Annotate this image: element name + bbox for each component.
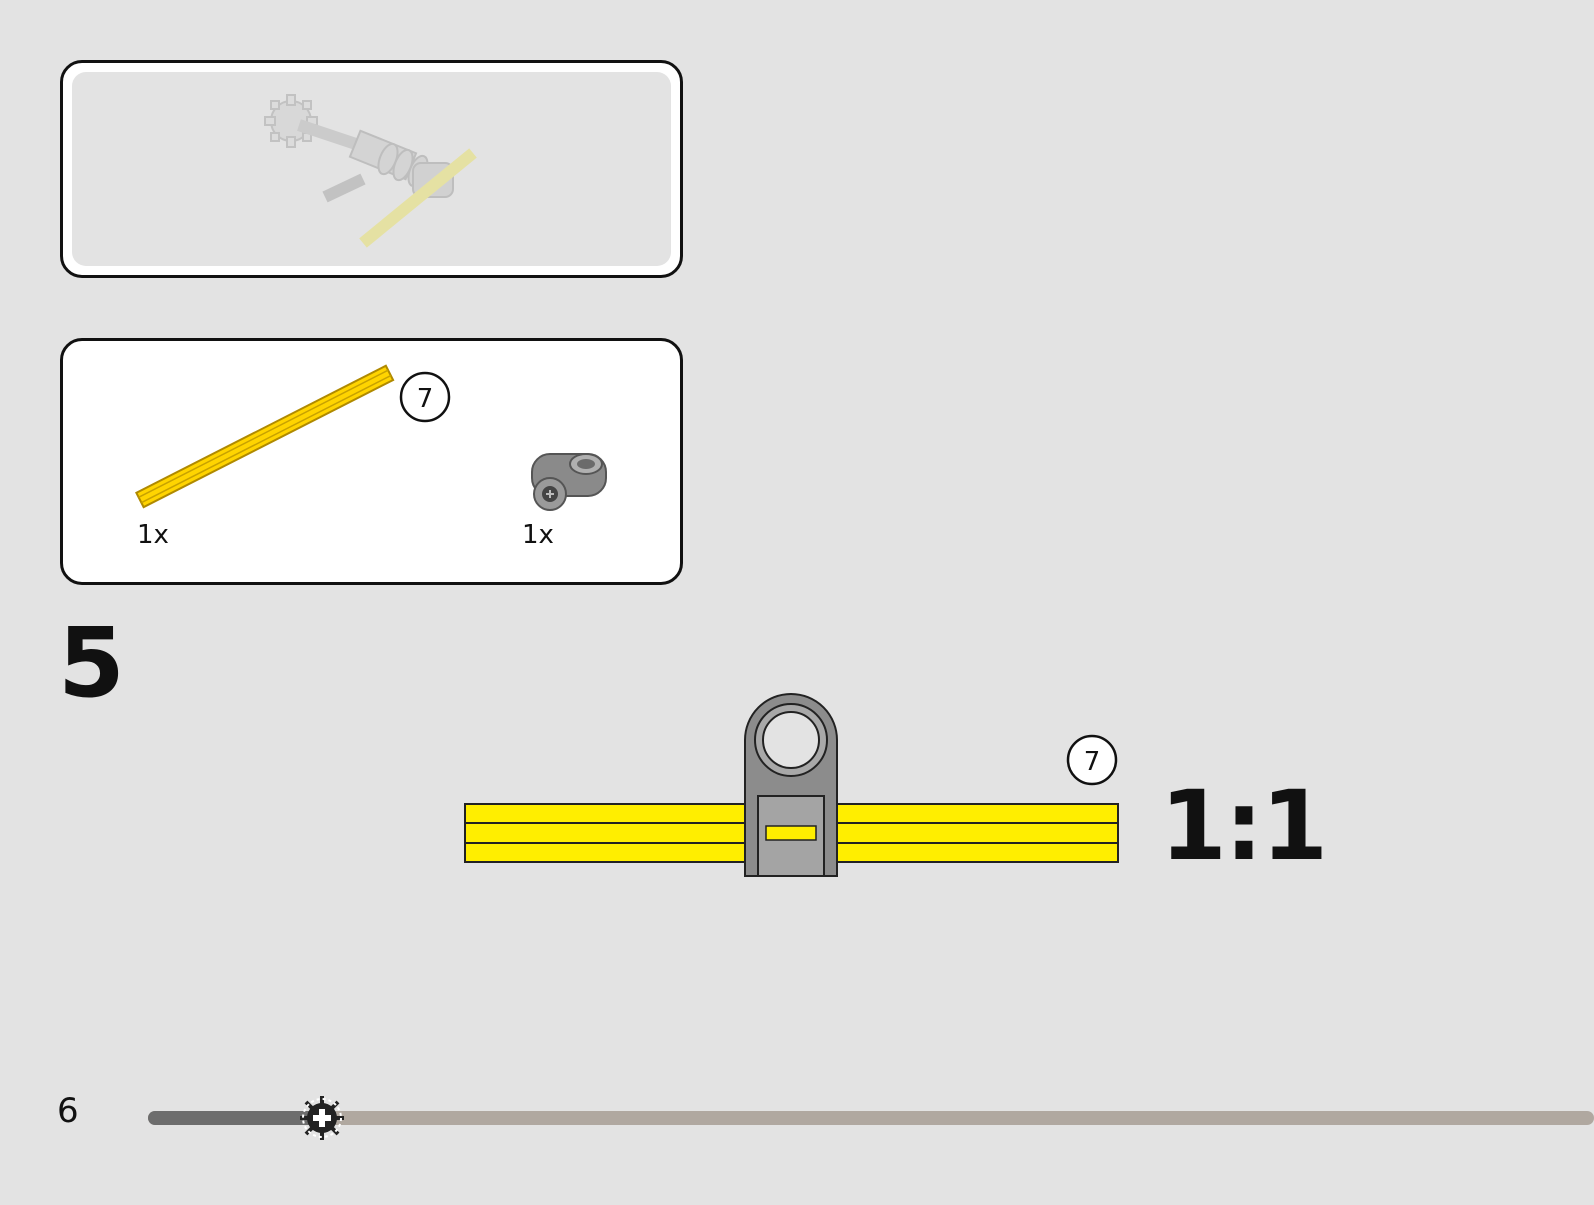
connector-quantity: 1x — [522, 520, 554, 550]
connector-shape — [744, 693, 838, 877]
progress-fill — [148, 1111, 318, 1125]
gray-connector-part-image — [531, 453, 607, 511]
axle-length-badge: 7 — [399, 371, 451, 423]
page-number: 6 — [57, 1091, 79, 1131]
axle-length-text: 7 — [417, 384, 434, 414]
scale-label: 1:1 — [1160, 770, 1328, 882]
previous-step-panel — [60, 60, 683, 278]
gear-icon — [300, 1096, 344, 1140]
step-number: 5 — [58, 607, 125, 719]
axle-quantity: 1x — [137, 520, 169, 550]
main-axle-length-text: 7 — [1084, 747, 1101, 777]
progress-bar — [148, 1111, 1594, 1125]
previous-assembly-image — [264, 94, 477, 248]
previous-step-preview — [72, 72, 671, 266]
